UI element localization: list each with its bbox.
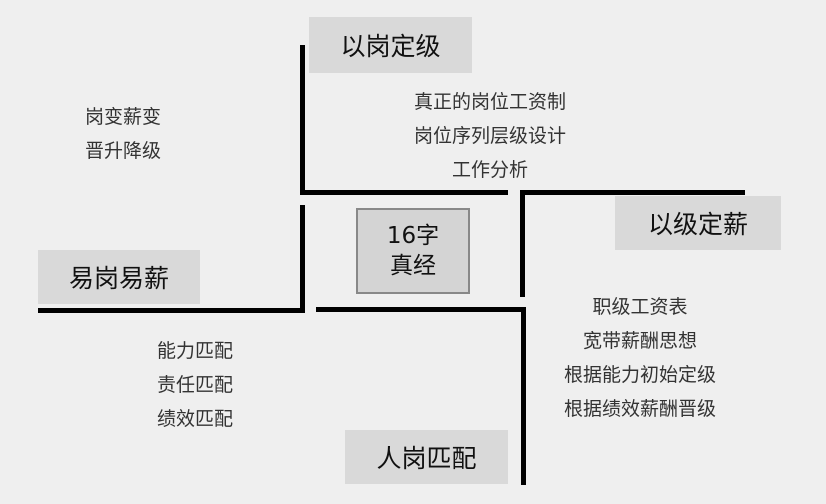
divider-line [300, 45, 305, 195]
center-box: 16字 真经 [356, 208, 470, 294]
list-item: 职级工资表 [592, 296, 688, 318]
title-box: 易岗易薪 [38, 250, 200, 304]
item-list: 能力匹配 责任匹配 绩效匹配 [150, 334, 240, 436]
title-box: 以岗定级 [309, 17, 472, 73]
divider-line [520, 190, 745, 195]
item-list: 岗变薪变 晋升降级 [68, 100, 178, 168]
center-line1: 16字 [386, 223, 440, 249]
title-box: 以级定薪 [615, 196, 781, 250]
list-item: 岗位序列层级设计 [413, 125, 566, 147]
list-item: 工作分析 [451, 159, 528, 181]
divider-line [316, 307, 526, 312]
divider-line [300, 205, 305, 313]
divider-line [520, 190, 525, 297]
list-item: 根据绩效薪酬晋级 [563, 398, 716, 420]
item-list: 职级工资表 宽带薪酬思想 根据能力初始定级 根据绩效薪酬晋级 [540, 290, 740, 426]
divider-line [38, 308, 305, 313]
divider-line [300, 190, 508, 195]
list-item: 根据能力初始定级 [563, 364, 716, 386]
list-item: 真正的岗位工资制 [413, 91, 566, 113]
center-line2: 真经 [390, 253, 436, 279]
list-item: 岗变薪变 [84, 106, 161, 128]
list-item: 责任匹配 [156, 374, 233, 396]
list-item: 能力匹配 [156, 340, 233, 362]
title-box: 人岗匹配 [345, 430, 508, 484]
list-item: 晋升降级 [84, 140, 161, 162]
divider-line [521, 307, 526, 485]
item-list: 真正的岗位工资制 岗位序列层级设计 工作分析 [390, 85, 590, 187]
list-item: 宽带薪酬思想 [582, 330, 697, 352]
list-item: 绩效匹配 [156, 408, 233, 430]
